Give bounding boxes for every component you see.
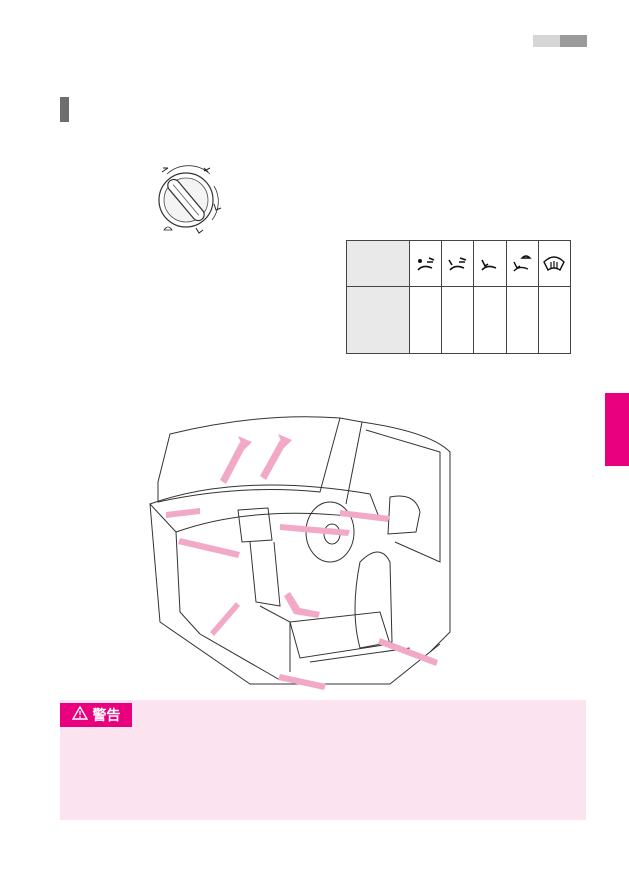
mode-dial <box>158 165 222 234</box>
table-cell <box>505 286 539 354</box>
defroster-icon <box>537 240 572 287</box>
section-marker <box>60 97 69 122</box>
face-vent-icon <box>408 240 443 287</box>
table-cell <box>537 286 572 354</box>
bi-level-icon <box>441 240 475 287</box>
dial-defroster-icon <box>163 226 173 231</box>
dial-foot-vent-icon <box>213 203 222 211</box>
warning-badge: 警告 <box>60 703 132 727</box>
warning-box <box>60 700 586 820</box>
foot-vent-icon <box>473 240 507 287</box>
table-cell <box>408 286 443 354</box>
page-tab-light <box>533 35 560 47</box>
dial-bi-level-icon <box>203 167 211 173</box>
cabin-airflow-illustration <box>149 416 451 690</box>
table-cell <box>473 286 507 354</box>
chapter-side-tab <box>605 393 629 466</box>
airflow-mode-table <box>346 240 572 354</box>
table-cell <box>441 286 475 354</box>
table-row-label <box>346 286 410 354</box>
warning-triangle-icon <box>71 705 88 724</box>
dial-face-vent-icon <box>161 167 169 173</box>
warning-label: 警告 <box>92 708 121 724</box>
table-row-label <box>346 240 410 287</box>
dial-foot-defrost-icon <box>195 227 204 234</box>
foot-defrost-icon <box>505 240 539 287</box>
page-tab-dark <box>560 35 587 47</box>
